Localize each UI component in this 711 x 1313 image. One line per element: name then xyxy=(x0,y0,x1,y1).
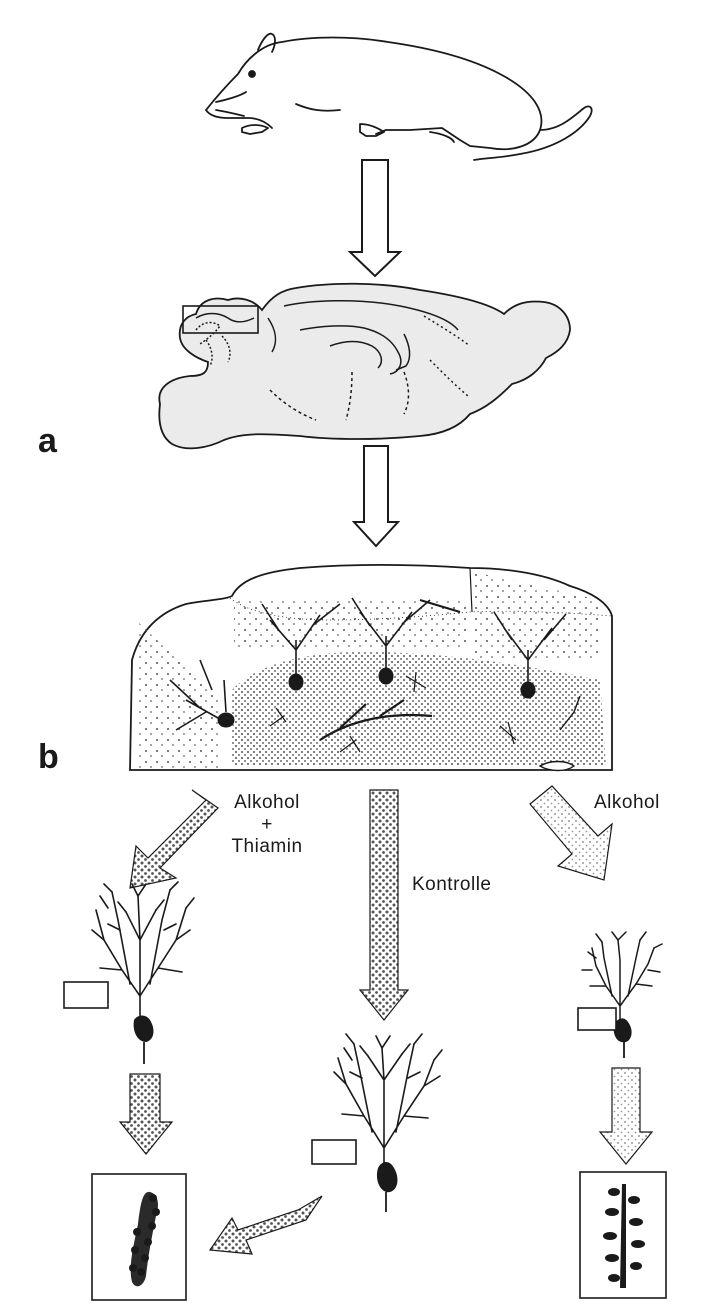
label-alcohol-thiamine-line2: Thiamin xyxy=(212,836,322,858)
arrow-control-main xyxy=(360,790,408,1020)
label-alcohol: Alkohol xyxy=(594,792,660,814)
label-alcohol-thiamine-line1: Alkohol xyxy=(212,792,322,814)
rat-icon xyxy=(206,34,592,160)
dendrite-spine-detail-icon-alcohol xyxy=(580,1172,666,1298)
dendrite-selection-box-alcohol-thiamine xyxy=(64,982,108,1008)
panel-label-a: a xyxy=(38,424,57,458)
brain-sagittal-icon xyxy=(159,284,570,449)
purkinje-neuron-icon-alcohol-thiamine xyxy=(64,880,194,1064)
down-arrow-2 xyxy=(354,446,398,546)
label-alcohol-thiamine: Alkohol + Thiamin xyxy=(212,792,322,858)
down-arrow-1 xyxy=(350,160,400,276)
purkinje-neuron-icon-alcohol xyxy=(578,932,662,1058)
dendrite-selection-box-alcohol xyxy=(578,1008,616,1030)
cerebellar-cortex-section-icon xyxy=(130,565,612,771)
label-control: Kontrolle xyxy=(412,874,492,896)
arrow-to-detail-left xyxy=(120,1074,172,1154)
dendrite-spine-detail-icon-alcohol-thiamine xyxy=(92,1174,186,1300)
purkinje-neuron-icon-control xyxy=(312,1034,442,1212)
panel-label-b: b xyxy=(38,740,59,774)
label-alcohol-thiamine-plus: + xyxy=(212,814,322,836)
dendrite-selection-box-control xyxy=(312,1140,356,1164)
arrow-alcohol-thiamine xyxy=(130,790,218,888)
arrow-to-detail-right xyxy=(600,1068,652,1164)
arrow-control-to-detail xyxy=(210,1196,322,1254)
